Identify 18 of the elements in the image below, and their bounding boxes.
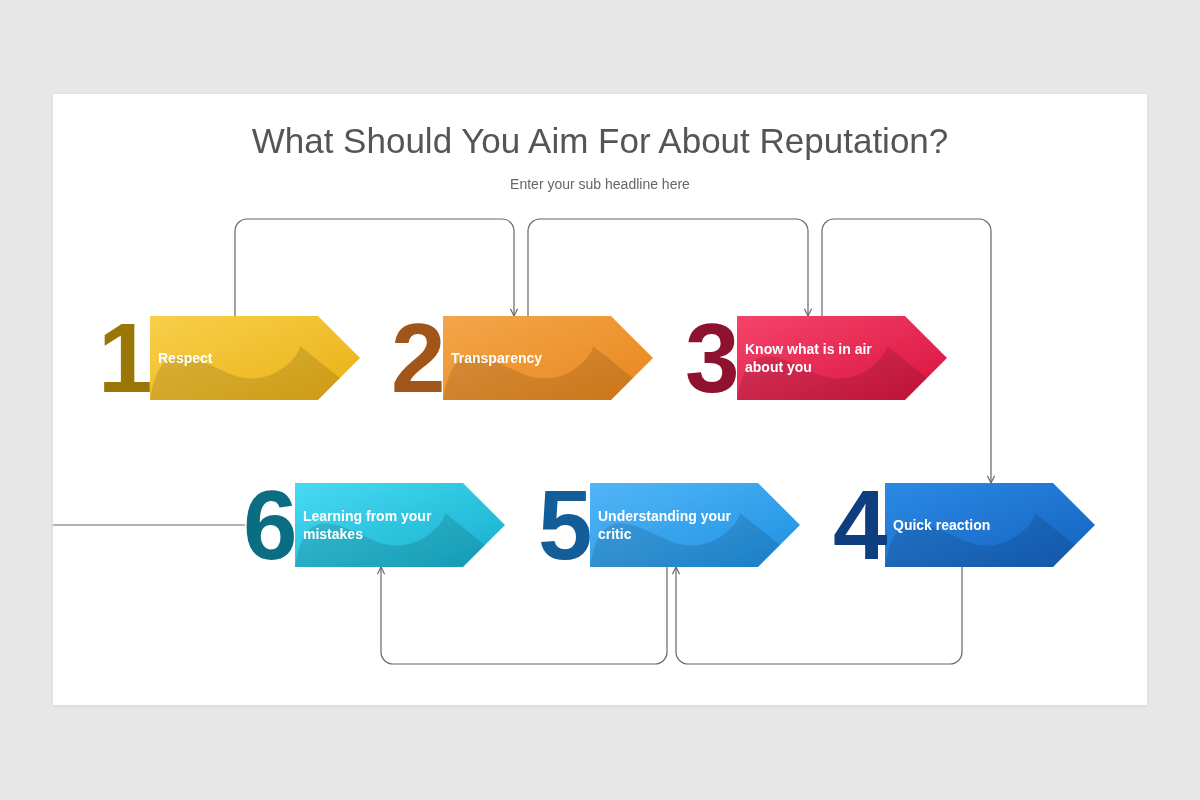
title: What Should You Aim For About Reputation?	[251, 121, 949, 161]
connector-arrow	[821, 218, 996, 484]
connector-arrow	[671, 566, 963, 665]
step-number: 1	[98, 316, 153, 400]
step-label: Quick reaction	[893, 516, 991, 534]
step-label: Transparency	[451, 349, 543, 367]
connector-arrow	[234, 218, 519, 317]
step-label: Respect	[158, 349, 213, 367]
step-label: Know what is in air about you	[745, 340, 873, 376]
connector-arrow	[376, 566, 668, 665]
step-number: 3	[685, 316, 740, 400]
step-number: 5	[538, 483, 593, 567]
step-number: 6	[243, 483, 298, 567]
step-label: Learning from your mistakes	[303, 507, 433, 543]
step-number: 2	[391, 316, 446, 400]
subtitle: Enter your sub headline here	[510, 176, 690, 192]
connector-arrow	[527, 218, 813, 317]
step-label: Understanding your critic	[598, 507, 732, 543]
